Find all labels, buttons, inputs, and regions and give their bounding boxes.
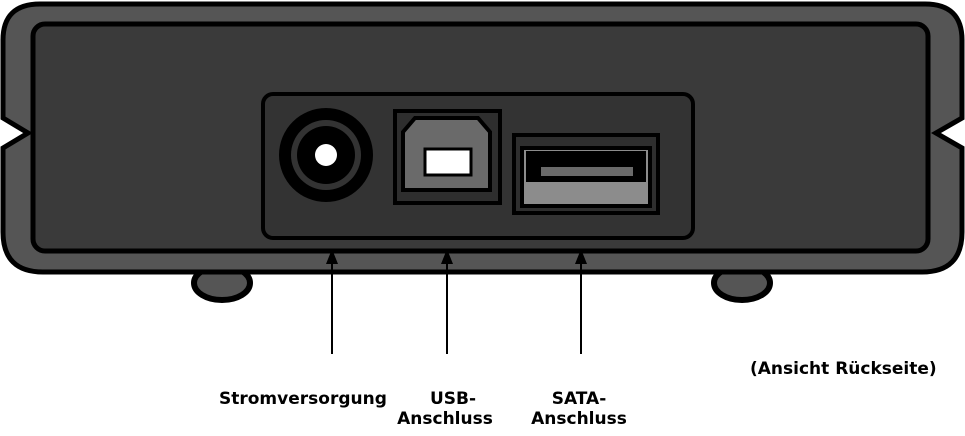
label-usb-line2: Anschluss — [397, 409, 493, 429]
label-sata-line1: SATA- — [551, 389, 607, 409]
label-usb-line1: USB- — [429, 389, 477, 409]
usb-b-port — [393, 109, 502, 205]
arrow-power — [326, 249, 338, 354]
power-jack — [279, 108, 373, 202]
arrow-usb — [441, 249, 453, 354]
arrow-sata — [575, 249, 587, 354]
label-stromversorgung: Stromversorgung — [219, 389, 387, 409]
label-stromversorgung-text: Stromversorgung — [219, 389, 387, 409]
label-sata-anschluss: SATA- Anschluss — [524, 389, 634, 429]
caption-ansicht-rueckseite: (Ansicht Rückseite) — [750, 359, 937, 379]
sata-port — [512, 133, 660, 215]
label-usb-anschluss: USB- Anschluss — [385, 389, 505, 429]
label-sata-line2: Anschluss — [531, 409, 627, 429]
